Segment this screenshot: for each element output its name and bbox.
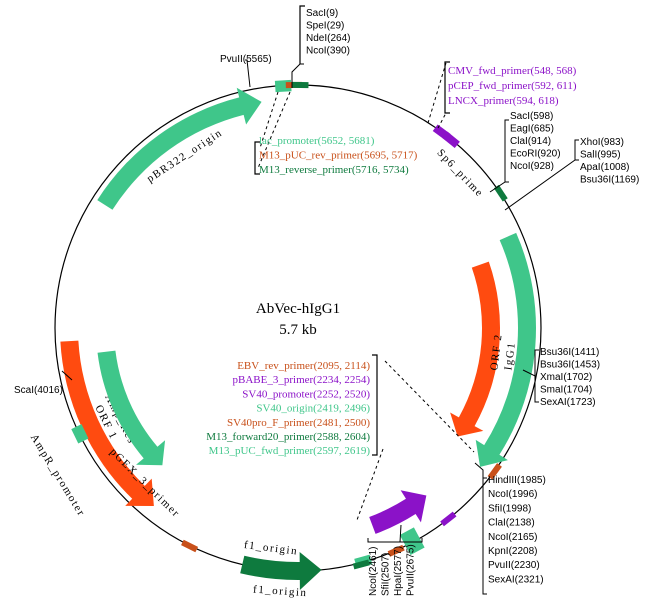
primer-label: pCEP_fwd_primer(592, 611) [448, 80, 577, 92]
restriction-site: XmaI(1702) [540, 372, 592, 383]
feature-arrow-f1-origin[interactable] [240, 551, 322, 590]
sites-bottom-right: HindIII(1985) NcoI(1996) SfiI(1998) ClaI(21… [488, 475, 546, 585]
feature-marker[interactable] [399, 527, 425, 556]
feature-marker[interactable] [352, 559, 370, 570]
primer-label: pBABE_3_primer(2234, 2254) [233, 374, 371, 386]
restriction-site: NdeI(264) [306, 33, 350, 44]
restriction-site: NcoI(2165) [488, 532, 537, 543]
restriction-site: ClaI(914) [510, 136, 551, 147]
bracket-sites-top [299, 5, 305, 64]
restriction-site: SacI(9) [306, 8, 338, 19]
restriction-site: SalI(995) [580, 150, 621, 161]
primer-label: SV40_origin(2419, 2496) [256, 403, 370, 415]
restriction-site: SexAI(1723) [540, 397, 596, 408]
sites-top: SacI(9) SpeI(29)NdeI(264) NcoI(390) [306, 8, 350, 57]
restriction-site: SacI(598) [510, 111, 553, 122]
feature-label-f1-origin: f1_origin [253, 584, 308, 600]
restriction-site: SexAI(2321) [488, 574, 544, 585]
restriction-site: Bsu36I(1411) [540, 347, 599, 358]
bracket-primers-top-center [254, 141, 260, 175]
restriction-site: ClaI(2138) [488, 518, 535, 529]
restriction-site: KpnI(2208) [488, 546, 537, 557]
restriction-site: SfiI(2507) [381, 553, 392, 596]
primer-label: M13_reverse_primer(5716, 5734) [259, 164, 409, 176]
feature-marker[interactable] [487, 463, 502, 480]
primer-label: LNCX_primer(594, 618) [448, 95, 559, 107]
primer-label: M13_pUC_fwd_primer(2597, 2619) [209, 445, 371, 457]
primers-center: EBV_rev_primer(2095, 2114) pBABE_3_primer… [206, 360, 370, 457]
primer-label: SV40_promoter(2252, 2520) [242, 388, 370, 400]
primer-label: M13_pUC_rev_primer(5695, 5717) [259, 150, 418, 162]
feature-marker[interactable] [440, 511, 457, 527]
plasmid-name: AbVec-hIgG1 [256, 301, 340, 317]
feature-arrow-orf-2[interactable] [475, 232, 536, 467]
restriction-site: Bsu36I(1453) [540, 360, 600, 371]
feature-marker[interactable] [493, 184, 508, 202]
feature-label-igg1: IgG1 [502, 341, 518, 371]
primer-label: CMV_fwd_primer(548, 568) [448, 65, 577, 77]
feature-marker[interactable] [387, 544, 405, 557]
restriction-site: SmaI(1704) [540, 385, 592, 396]
restriction-site: EcoRI(920) [510, 149, 561, 160]
restriction-site: EagI(685) [510, 124, 554, 135]
arc-label-ampr-promoter: AmpR_promoter [28, 432, 88, 519]
feature-marker[interactable] [71, 424, 89, 444]
site-scai-4016: ScaI(4016) [14, 385, 63, 396]
primer-label: SV40pro_F_primer(2481, 2500) [227, 417, 370, 429]
bracket-primers-center [372, 354, 378, 456]
feature-arrow-amp-res[interactable] [60, 340, 154, 506]
feature-arrow-sv40-promoter[interactable] [369, 490, 427, 534]
restriction-site: Bsu36I(1169) [580, 175, 639, 186]
bracket-primers-top-right [444, 61, 450, 114]
restriction-site: NcoI(2461) [368, 547, 379, 596]
restriction-site: ApaI(1008) [580, 162, 629, 173]
primer-label: M13_forward20_primer(2588, 2604) [206, 431, 370, 443]
feature-marker[interactable] [292, 81, 309, 89]
primer-label: EBV_rev_primer(2095, 2114) [237, 360, 370, 372]
sites-bottom: NcoI(2461)SfiI(2507)HpaI(2577)PvuII(2675… [368, 544, 417, 596]
primers-top-right: CMV_fwd_primer(548, 568) pCEP_fwd_primer(… [448, 65, 577, 107]
restriction-site: SpeI(29) [306, 21, 344, 32]
restriction-site: NcoI(928) [510, 161, 554, 172]
primer-label: lac_promoter(5652, 5681) [259, 135, 375, 147]
restriction-site: HpaI(2577) [393, 546, 404, 596]
sites-right-3: Bsu36I(1411) Bsu36I(1453)XmaI(1702) SmaI(1… [540, 347, 600, 408]
dashed-leaders [257, 62, 475, 521]
feature-marker[interactable] [442, 131, 460, 149]
site-pvuii-5565: PvuII(5565) [220, 54, 272, 65]
sites-right-1: SacI(598) EagI(685)ClaI(914) EcoRI(920)Nco… [510, 111, 561, 172]
restriction-site: HindIII(1985) [488, 475, 546, 486]
feature-label-orf-2: ORF 2 [488, 333, 504, 371]
restriction-site: XhoI(983) [580, 137, 624, 148]
restriction-site: NcoI(390) [306, 46, 350, 57]
arc-label-f1-origin: f1_origin [243, 539, 299, 558]
feature-arrow-igg1[interactable] [450, 261, 500, 437]
arc-label-sp6-prime: Sp6_prime [434, 147, 485, 200]
feature-arrow-pbr322-origin[interactable] [97, 87, 262, 210]
restriction-site: PvuII(2675) [406, 544, 417, 596]
feature-marker[interactable] [181, 539, 199, 553]
restriction-site: PvuII(2230) [488, 560, 540, 571]
connectors [61, 5, 579, 595]
restriction-site: SfiI(1998) [488, 503, 531, 514]
restriction-site: NcoI(1996) [488, 489, 537, 500]
feature-arrow-orf-1[interactable] [97, 350, 166, 466]
sites-right-2: XhoI(983) SalI(995)ApaI(1008) Bsu36I(1169) [580, 137, 639, 186]
primers-top-center: lac_promoter(5652, 5681) M13_pUC_rev_prim… [259, 135, 418, 176]
plasmid-size: 5.7 kb [279, 322, 317, 338]
